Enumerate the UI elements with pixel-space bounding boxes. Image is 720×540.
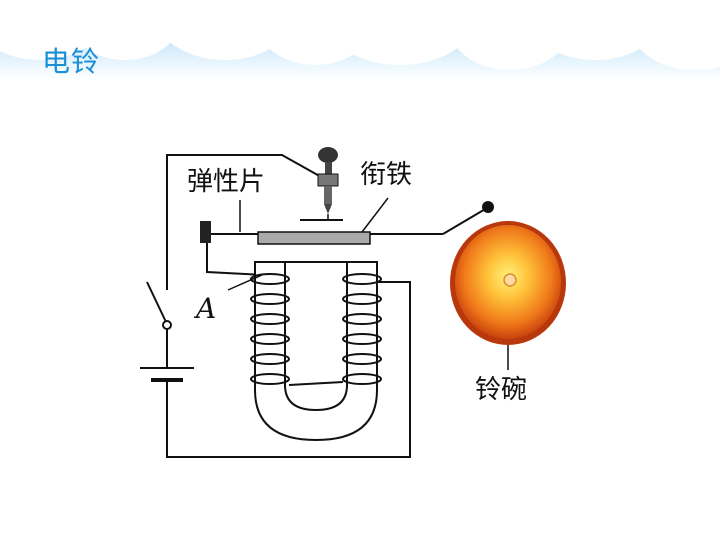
screw-neck bbox=[325, 162, 332, 174]
hammer-head bbox=[482, 201, 494, 213]
contact-screw bbox=[300, 147, 343, 221]
label-a: A bbox=[193, 292, 216, 325]
leader-lines bbox=[227, 197, 509, 370]
u-iron-core bbox=[254, 261, 378, 442]
left-coil bbox=[250, 273, 290, 385]
core-inner-edge bbox=[284, 262, 348, 412]
spring-clamp bbox=[200, 221, 211, 243]
screw-nut bbox=[317, 173, 339, 187]
screw-tip bbox=[324, 204, 332, 214]
coil-bridge-wire bbox=[288, 381, 344, 386]
top-wire bbox=[166, 154, 324, 290]
circuit-wires bbox=[166, 154, 411, 458]
bottom-wire bbox=[166, 281, 411, 458]
coil-lead-wire bbox=[206, 243, 266, 276]
leader-armature bbox=[361, 197, 389, 233]
armature bbox=[257, 231, 371, 245]
bell-bowl bbox=[450, 221, 566, 345]
switch-blade bbox=[146, 281, 167, 323]
core-outer-edge bbox=[254, 261, 378, 442]
screw-head bbox=[318, 147, 338, 163]
label-armature: 衔铁 bbox=[360, 160, 412, 190]
label-spring-strip: 弹性片 bbox=[187, 167, 265, 197]
hammer-rod bbox=[442, 207, 488, 235]
label-bell-bowl: 铃碗 bbox=[475, 375, 527, 405]
cloud-banner bbox=[0, 0, 720, 80]
battery bbox=[140, 367, 194, 382]
screw-shaft bbox=[324, 186, 332, 204]
bell-center-knob bbox=[503, 273, 517, 287]
right-coil bbox=[342, 273, 382, 385]
switch-contact bbox=[162, 320, 172, 330]
slide-title: 电铃 bbox=[42, 45, 101, 78]
switch bbox=[146, 281, 172, 368]
leader-a bbox=[227, 274, 263, 291]
